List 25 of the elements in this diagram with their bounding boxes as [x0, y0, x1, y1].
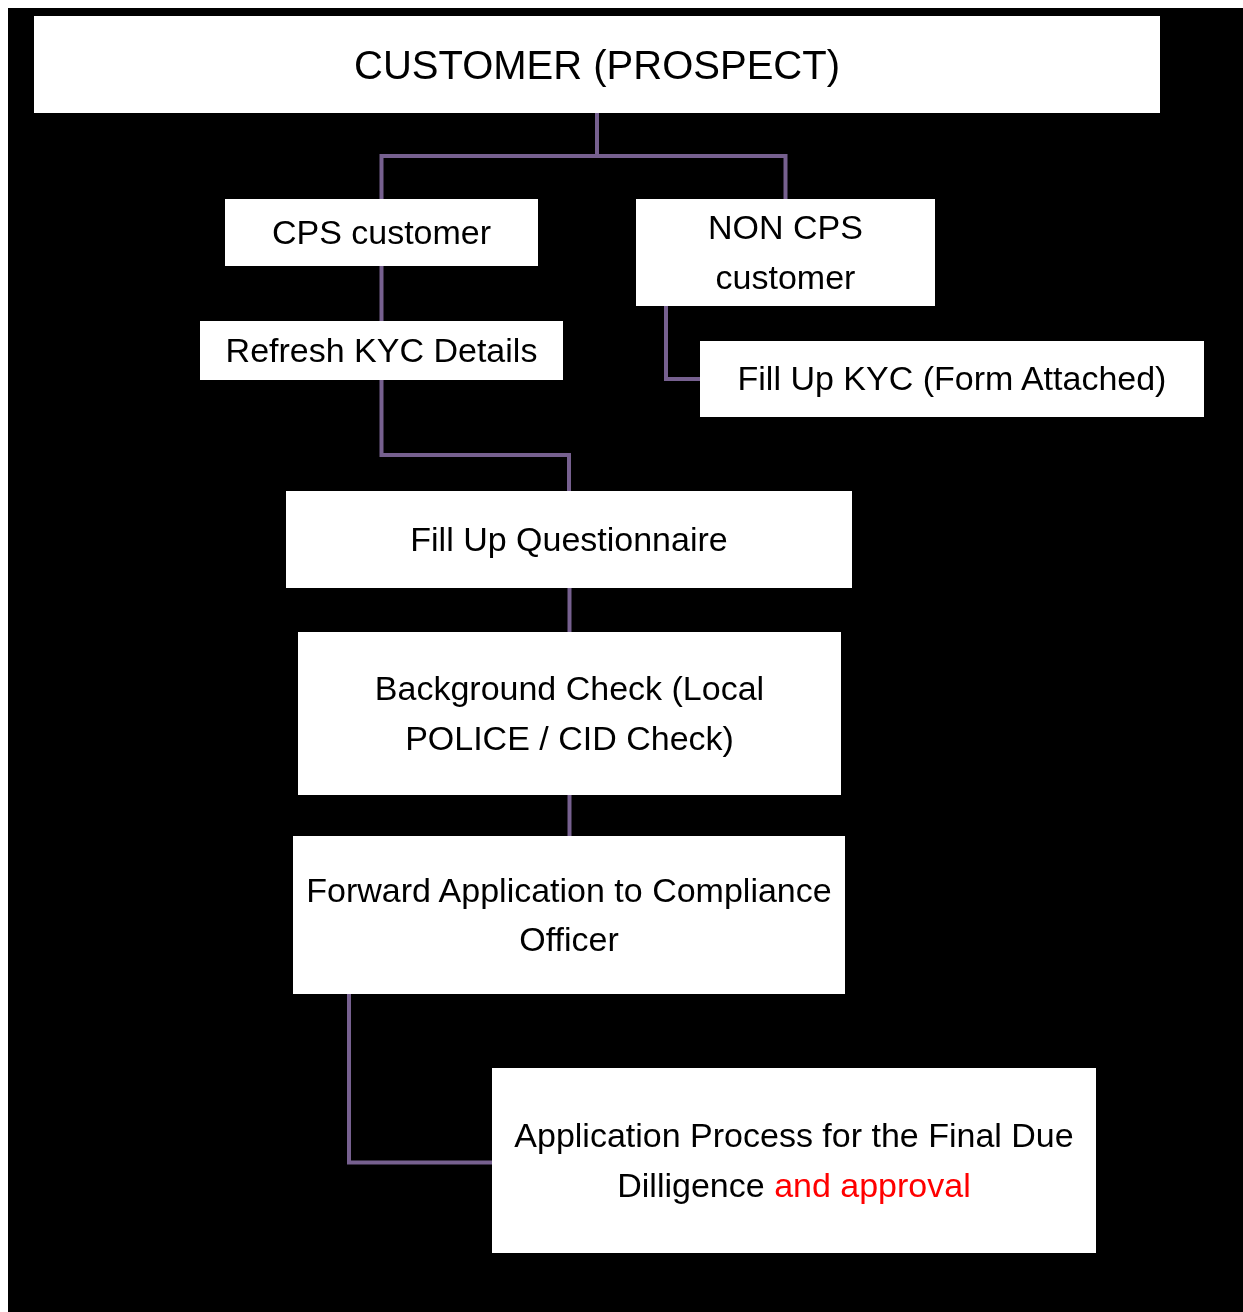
process-box — [636, 199, 935, 306]
connector-line — [567, 795, 572, 836]
connector-line — [664, 306, 700, 381]
box-label: Application Process for the Final Due Dilligence and approval — [513, 1115, 1075, 1206]
process-box — [492, 1068, 1096, 1253]
box-label: Refresh KYC Details — [225, 329, 538, 371]
process-box — [225, 199, 538, 266]
process-box — [286, 491, 852, 588]
connector-line — [379, 380, 571, 491]
box-label: Background Check (Local POLICE / CID Check) — [373, 668, 766, 759]
connector-line — [595, 113, 788, 199]
process-box — [293, 836, 845, 994]
process-box — [700, 341, 1204, 417]
box-label: Fill Up Questionnaire — [410, 518, 728, 560]
box-label: Forward Application to Compliance Officer — [305, 869, 833, 960]
box-label: Fill Up KYC (Form Attached) — [737, 358, 1167, 400]
connector-line — [347, 994, 492, 1165]
process-box — [34, 16, 1160, 113]
connector-line — [567, 588, 572, 632]
connector-line — [379, 266, 384, 321]
process-box — [298, 632, 841, 795]
box-label: CPS customer — [271, 211, 492, 253]
box-label: NON CPS customer — [707, 207, 864, 298]
process-box — [200, 321, 563, 380]
box-label: CUSTOMER (PROSPECT) — [354, 41, 840, 89]
